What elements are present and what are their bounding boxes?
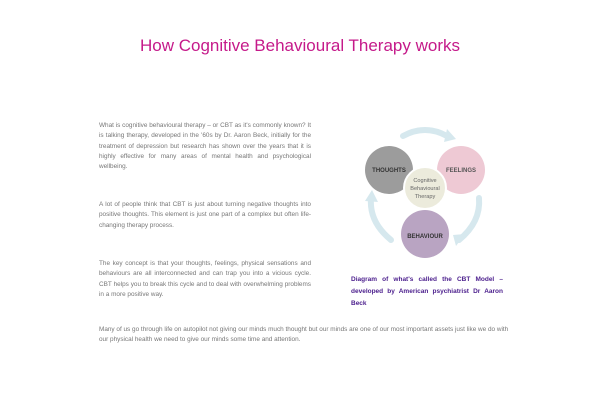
paragraph-key-concept: The key concept is that your thoughts, f… xyxy=(99,260,311,298)
node-behaviour-label: BEHAVIOUR xyxy=(407,234,443,240)
center-label-line-2: Behavioural xyxy=(410,186,440,192)
node-feelings-label: FEELINGS xyxy=(446,168,476,174)
page-title: How Cognitive Behavioural Therapy works xyxy=(139,36,460,55)
node-thoughts-label: THOUGHTS xyxy=(372,168,406,174)
node-behaviour-circle xyxy=(401,210,449,258)
arrow-heads xyxy=(365,129,465,246)
paragraph-misconception: A lot of people think that CBT is just a… xyxy=(99,201,311,229)
arrow-top xyxy=(400,127,450,139)
paragraph-autopilot: Many of us go through life on autopilot … xyxy=(99,326,509,344)
cbt-model-diagram: THOUGHTS FEELINGS BEHAVIOUR Cognitive Be… xyxy=(365,127,485,258)
arrow-right xyxy=(456,195,483,243)
node-feelings-circle xyxy=(437,146,485,194)
arrow-left xyxy=(367,195,394,243)
paragraph-intro: What is cognitive behavioural therapy – … xyxy=(99,122,311,171)
center-label-line-3: Therapy xyxy=(415,194,436,200)
diagram-caption: Diagram of what's called the CBT Model –… xyxy=(351,276,503,307)
center-label-line-1: Cognitive xyxy=(413,178,436,184)
node-center-circle xyxy=(403,166,447,210)
node-thoughts-circle xyxy=(365,146,413,194)
